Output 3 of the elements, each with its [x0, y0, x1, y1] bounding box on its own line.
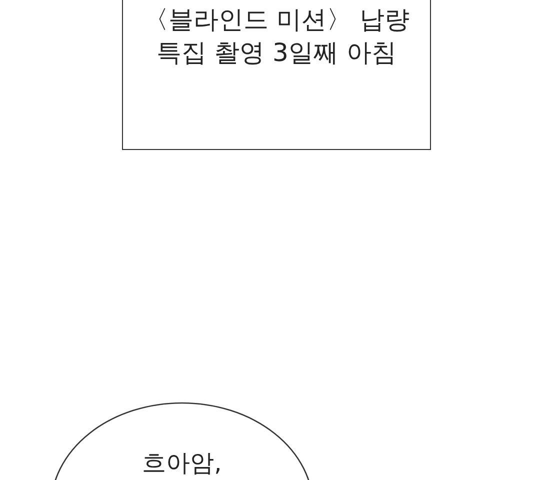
caption-box [122, 0, 431, 150]
speech-text: 흐아암, [141, 448, 223, 478]
caption-text: 〈블라인드 미션〉 납량특집 촬영 3일째 아침 [142, 4, 410, 69]
